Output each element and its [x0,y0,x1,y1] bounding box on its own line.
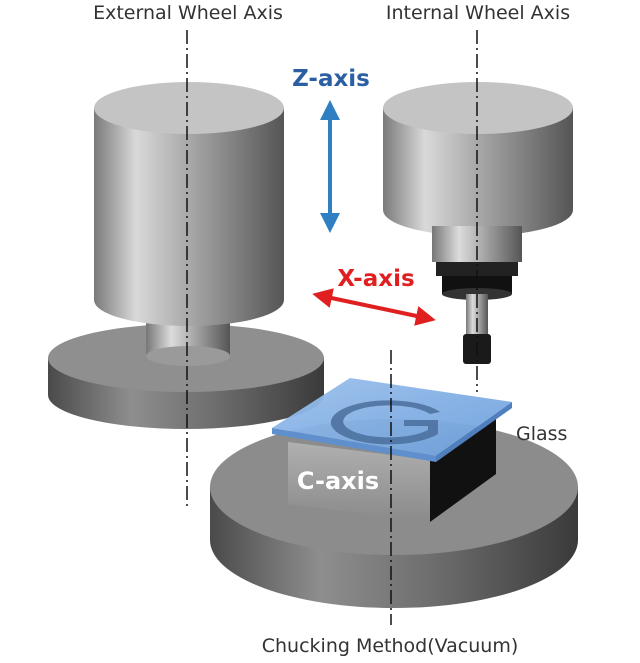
vacuum-chuck-block [288,414,496,522]
c-axis-label: C-axis [297,467,379,495]
internal-wheel-axis-label: Internal Wheel Axis [386,2,570,24]
external-wheel-cylinder [94,82,284,326]
glass-label: Glass [516,423,567,445]
chucking-method-label: Chucking Method(Vacuum) [262,635,519,657]
external-wheel-axis-label: External Wheel Axis [93,2,283,24]
glass-g-logo [330,400,440,445]
glass-plate [272,378,512,462]
x-axis-arrow [312,288,436,326]
x-axis-label: X-axis [337,266,414,292]
z-axis-label: Z-axis [292,66,370,92]
internal-wheel-cylinder [383,82,573,236]
